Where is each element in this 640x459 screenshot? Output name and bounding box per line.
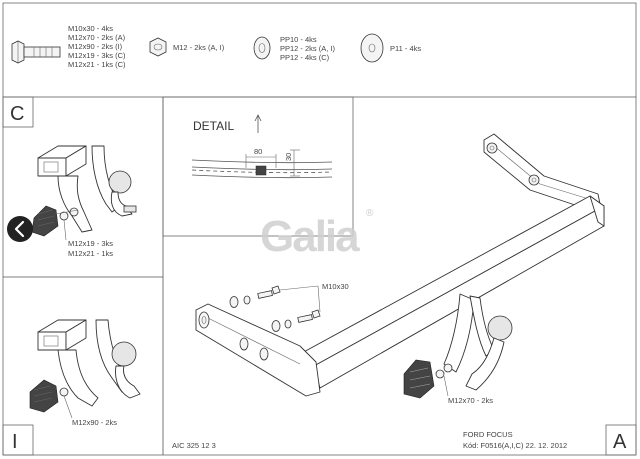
panel-c-callout-line [63, 219, 67, 241]
exploded-fasteners [229, 285, 321, 332]
galia-logo: Galia ® [260, 208, 374, 261]
washer-label-1: PP12 - 2ks (A, I) [280, 44, 336, 53]
car-model: FORD FOCUS [463, 430, 513, 439]
detail-title: DETAIL [193, 119, 234, 133]
panel-letter-a: A [613, 431, 627, 453]
detail-dim-height: 30 [284, 153, 293, 161]
nut-label: M12 - 2ks (A, I) [173, 43, 225, 52]
bolt-label-4: M12x21 - 1ks (C) [68, 60, 126, 69]
letter-box-c [2, 96, 34, 128]
panel-i-hitch-drawing [29, 319, 141, 413]
panel-c-hitch-drawing [31, 145, 137, 237]
previous-image-button[interactable] [7, 216, 33, 242]
washer-label-2: PP12 - 4ks (C) [280, 53, 330, 62]
panel-c-label-1: M12x21 - 1ks [68, 249, 113, 258]
previous-button-circle[interactable] [7, 216, 33, 242]
washer-label-0: PP10 - 4ks [280, 35, 317, 44]
galia-registered-mark: ® [366, 208, 374, 219]
bolt-label-0: M10x30 - 4ks [68, 24, 113, 33]
bolt-icon [11, 40, 61, 64]
galia-logo-text: Galia [260, 212, 360, 261]
nut-icon [149, 37, 167, 57]
bolt-label-1: M12x70 - 2ks (A) [68, 33, 126, 42]
letter-box-a [605, 424, 637, 456]
letter-box-i [2, 424, 34, 456]
detail-up-arrow-icon [254, 114, 262, 133]
detail-frame [162, 96, 354, 237]
bolt-callout-line-1 [279, 285, 319, 291]
bolt-label-3: M12x19 - 3ks (C) [68, 51, 126, 60]
kod-date: Kód: F0516(A,I,C) 22. 12. 2012 [463, 441, 567, 450]
detail-dim-width: 80 [254, 147, 262, 156]
bolt-callout-line-2 [317, 285, 321, 313]
panel-i-label: M12x90 - 2ks [72, 418, 117, 427]
plate-label: P11 - 4ks [390, 44, 421, 53]
detail-section-drawing [191, 149, 333, 179]
panel-i-callout-line [63, 395, 73, 419]
main-bolt-callout: M10x30 [322, 282, 349, 291]
panel-letter-c: C [10, 103, 24, 125]
panel-c-label-0: M12x19 - 3ks [68, 239, 113, 248]
panel-letter-i: I [12, 431, 18, 453]
plate-washer-icon [360, 33, 384, 63]
chevron-left-icon [14, 220, 25, 238]
washer-icon [253, 36, 271, 60]
main-towbar-drawing [195, 133, 605, 399]
drawing-code: AIC 325 12 3 [172, 441, 216, 450]
bolt-label-2: M12x90 - 2ks (I) [68, 42, 123, 51]
main-ball-callout: M12x70 - 2ks [448, 396, 493, 405]
ball-callout-line [443, 375, 449, 397]
